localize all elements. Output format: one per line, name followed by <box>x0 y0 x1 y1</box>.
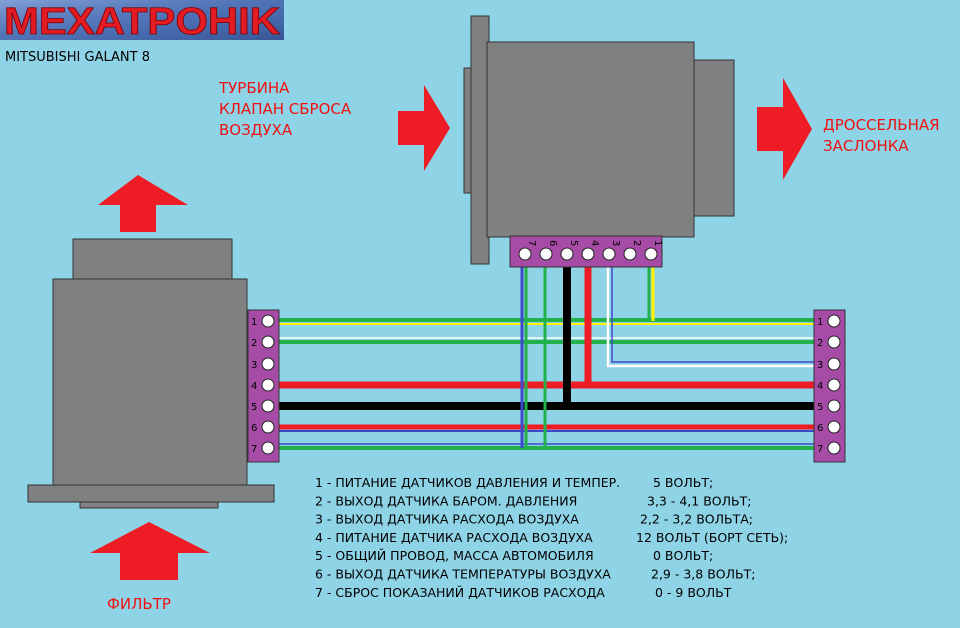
pin-socket <box>518 247 532 261</box>
pin-number: 7 <box>251 444 257 455</box>
left-connector: 1 2 3 4 5 6 7 <box>247 309 280 463</box>
pin-socket <box>827 441 841 455</box>
left-sensor-body <box>27 238 275 509</box>
legend-description: 4 - ПИТАНИЕ ДАТЧИКА РАСХОДА ВОЗДУХА <box>315 530 593 545</box>
pin-number: 6 <box>251 423 257 434</box>
turbo-label-line-3: ВОЗДУХА <box>219 121 293 139</box>
pin-socket <box>539 247 553 261</box>
turbo-inflow-arrow <box>398 85 450 171</box>
pin-number: 4 <box>817 381 823 392</box>
pin-number: 1 <box>652 240 663 246</box>
wires <box>276 265 816 450</box>
legend-description: 7 - СБРОС ПОКАЗАНИЙ ДАТЧИКОВ РАСХОДА <box>315 585 605 600</box>
pin-socket <box>560 247 574 261</box>
pin-socket <box>261 420 275 434</box>
pin-socket <box>261 378 275 392</box>
throttle-label: ДРОССЕЛЬНАЯ ЗАСЛОНКА <box>823 116 940 155</box>
pin-socket <box>261 357 275 371</box>
pin-legend: 1 - ПИТАНИЕ ДАТЧИКОВ ДАВЛЕНИЯ И ТЕМПЕР. 5… <box>315 475 788 600</box>
pin-socket <box>261 441 275 455</box>
wire-3-blue <box>611 265 816 363</box>
pin-number: 5 <box>251 402 257 413</box>
pin-socket <box>602 247 616 261</box>
legend-value: 0 - 9 ВОЛЬТ <box>655 585 732 600</box>
throttle-outflow-arrow <box>757 78 812 180</box>
legend-value: 0 ВОЛЬТ; <box>653 548 713 563</box>
legend-value: 5 ВОЛЬТ; <box>653 475 713 490</box>
pin-number: 5 <box>568 240 579 246</box>
legend-value: 3,3 - 4,1 ВОЛЬТ; <box>647 493 751 508</box>
pin-number: 3 <box>817 360 823 371</box>
throttle-label-line-1: ДРОССЕЛЬНАЯ <box>823 116 940 134</box>
pin-number: 5 <box>817 402 823 413</box>
pin-number: 2 <box>817 338 823 349</box>
pin-socket <box>827 335 841 349</box>
pin-socket <box>827 420 841 434</box>
legend-description: 3 - ВЫХОД ДАТЧИКА РАСХОДА ВОЗДУХА <box>315 512 579 527</box>
pin-number: 2 <box>251 338 257 349</box>
filter-inflow-up-arrow <box>90 522 210 580</box>
logo-text: MEXATPOHIK <box>4 1 281 43</box>
top-sensor-body <box>463 15 735 265</box>
pin-number: 7 <box>526 240 537 246</box>
pin-number: 7 <box>817 444 823 455</box>
filter-outflow-up-arrow <box>98 175 188 232</box>
pin-number: 1 <box>817 317 823 328</box>
legend-value: 2,9 - 3,8 ВОЛЬТ; <box>651 567 755 582</box>
pin-number: 3 <box>610 240 621 246</box>
pin-socket <box>644 247 658 261</box>
turbo-label-line-1: ТУРБИНА <box>218 79 290 97</box>
pin-number: 3 <box>251 360 257 371</box>
pin-socket <box>261 335 275 349</box>
throttle-label-line-2: ЗАСЛОНКА <box>823 137 909 155</box>
pin-number: 4 <box>251 381 257 392</box>
turbo-label-line-2: КЛАПАН СБРОСА <box>219 100 352 118</box>
pin-socket <box>261 399 275 413</box>
pin-socket <box>827 399 841 413</box>
logo: MEXATPOHIK <box>0 0 284 43</box>
pin-socket <box>827 378 841 392</box>
top-connector: 7 6 5 4 3 2 1 <box>509 235 663 268</box>
subtitle: MITSUBISHI GALANT 8 <box>5 50 150 65</box>
turbo-label: ТУРБИНА КЛАПАН СБРОСА ВОЗДУХА <box>218 79 352 139</box>
right-connector: 1 2 3 4 5 6 7 <box>813 309 846 463</box>
pin-socket <box>827 314 841 328</box>
pin-socket <box>581 247 595 261</box>
filter-label: ФИЛЬТР <box>107 595 171 613</box>
legend-description: 5 - ОБЩИЙ ПРОВОД, МАССА АВТОМОБИЛЯ <box>315 548 594 563</box>
legend-description: 1 - ПИТАНИЕ ДАТЧИКОВ ДАВЛЕНИЯ И ТЕМПЕР. <box>315 475 620 490</box>
wire-3-white <box>606 265 816 368</box>
pin-socket <box>623 247 637 261</box>
pin-number: 4 <box>589 240 600 246</box>
pin-socket <box>261 314 275 328</box>
legend-description: 6 - ВЫХОД ДАТЧИКА ТЕМПЕРАТУРЫ ВОЗДУХА <box>315 567 611 582</box>
pin-number: 6 <box>817 423 823 434</box>
legend-value: 2,2 - 3,2 ВОЛЬТА; <box>640 512 753 527</box>
pin-socket <box>827 357 841 371</box>
legend-description: 2 - ВЫХОД ДАТЧИКА БАРОМ. ДАВЛЕНИЯ <box>315 493 577 508</box>
pin-number: 6 <box>547 240 558 246</box>
pin-number: 1 <box>251 317 257 328</box>
pin-number: 2 <box>631 240 642 246</box>
legend-value: 12 ВОЛЬТ (БОРТ СЕТЬ); <box>636 530 788 545</box>
